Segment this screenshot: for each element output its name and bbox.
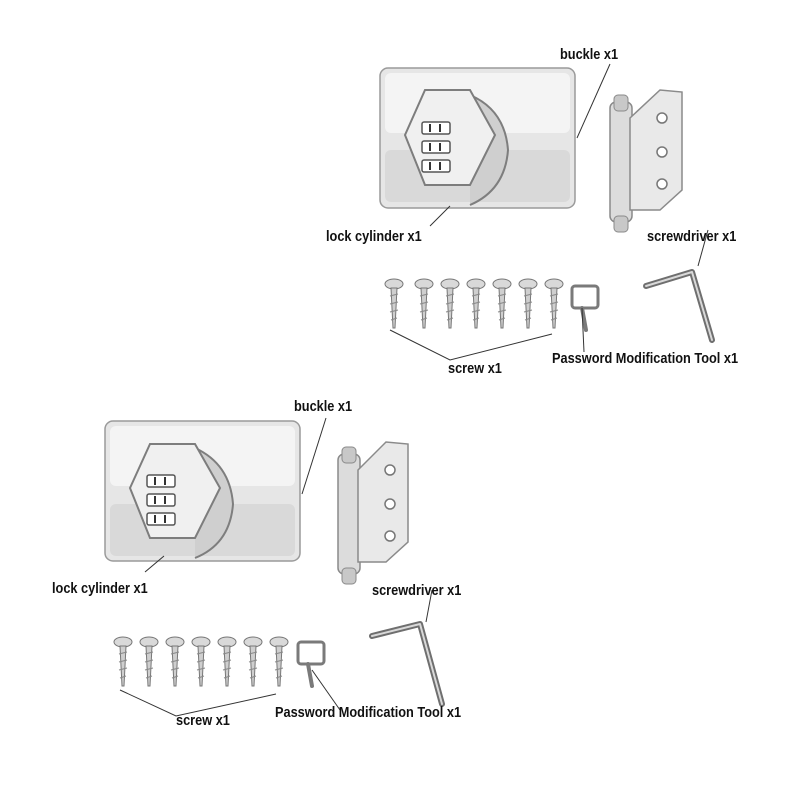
- lock-cylinder: [403, 89, 510, 206]
- tool-label: Password Modification Tool x1: [275, 704, 462, 721]
- leader-lines: [389, 63, 709, 361]
- password-tool: [570, 284, 600, 332]
- screwdriver: [643, 269, 715, 343]
- lock-cylinder: [128, 443, 235, 559]
- buckle-label: buckle x1: [294, 398, 353, 415]
- lower-set: buckle x1 lock cylinder x1 screwdriver x…: [50, 396, 461, 796]
- leader-lines: [119, 417, 433, 717]
- hinge: [337, 441, 409, 585]
- tool-label: Password Modification Tool x1: [552, 350, 739, 367]
- lock-cylinder-label: lock cylinder x1: [52, 580, 148, 597]
- lower-product-illustration: [104, 417, 445, 717]
- lock-cylinder-label: lock cylinder x1: [326, 228, 422, 245]
- screws: [384, 278, 564, 329]
- hinge: [609, 89, 683, 233]
- screwdriver-label: screwdriver x1: [372, 582, 462, 599]
- screw-label: screw x1: [448, 360, 502, 377]
- screwdriver-label: screwdriver x1: [647, 228, 737, 245]
- screwdriver: [369, 621, 445, 707]
- screw-label: screw x1: [176, 712, 230, 729]
- buckle-label: buckle x1: [560, 46, 619, 63]
- screws: [113, 636, 289, 687]
- password-tool: [296, 640, 326, 688]
- upper-set: buckle x1 lock cylinder x1 screwdriver x…: [326, 40, 738, 440]
- upper-product-illustration: [379, 63, 715, 361]
